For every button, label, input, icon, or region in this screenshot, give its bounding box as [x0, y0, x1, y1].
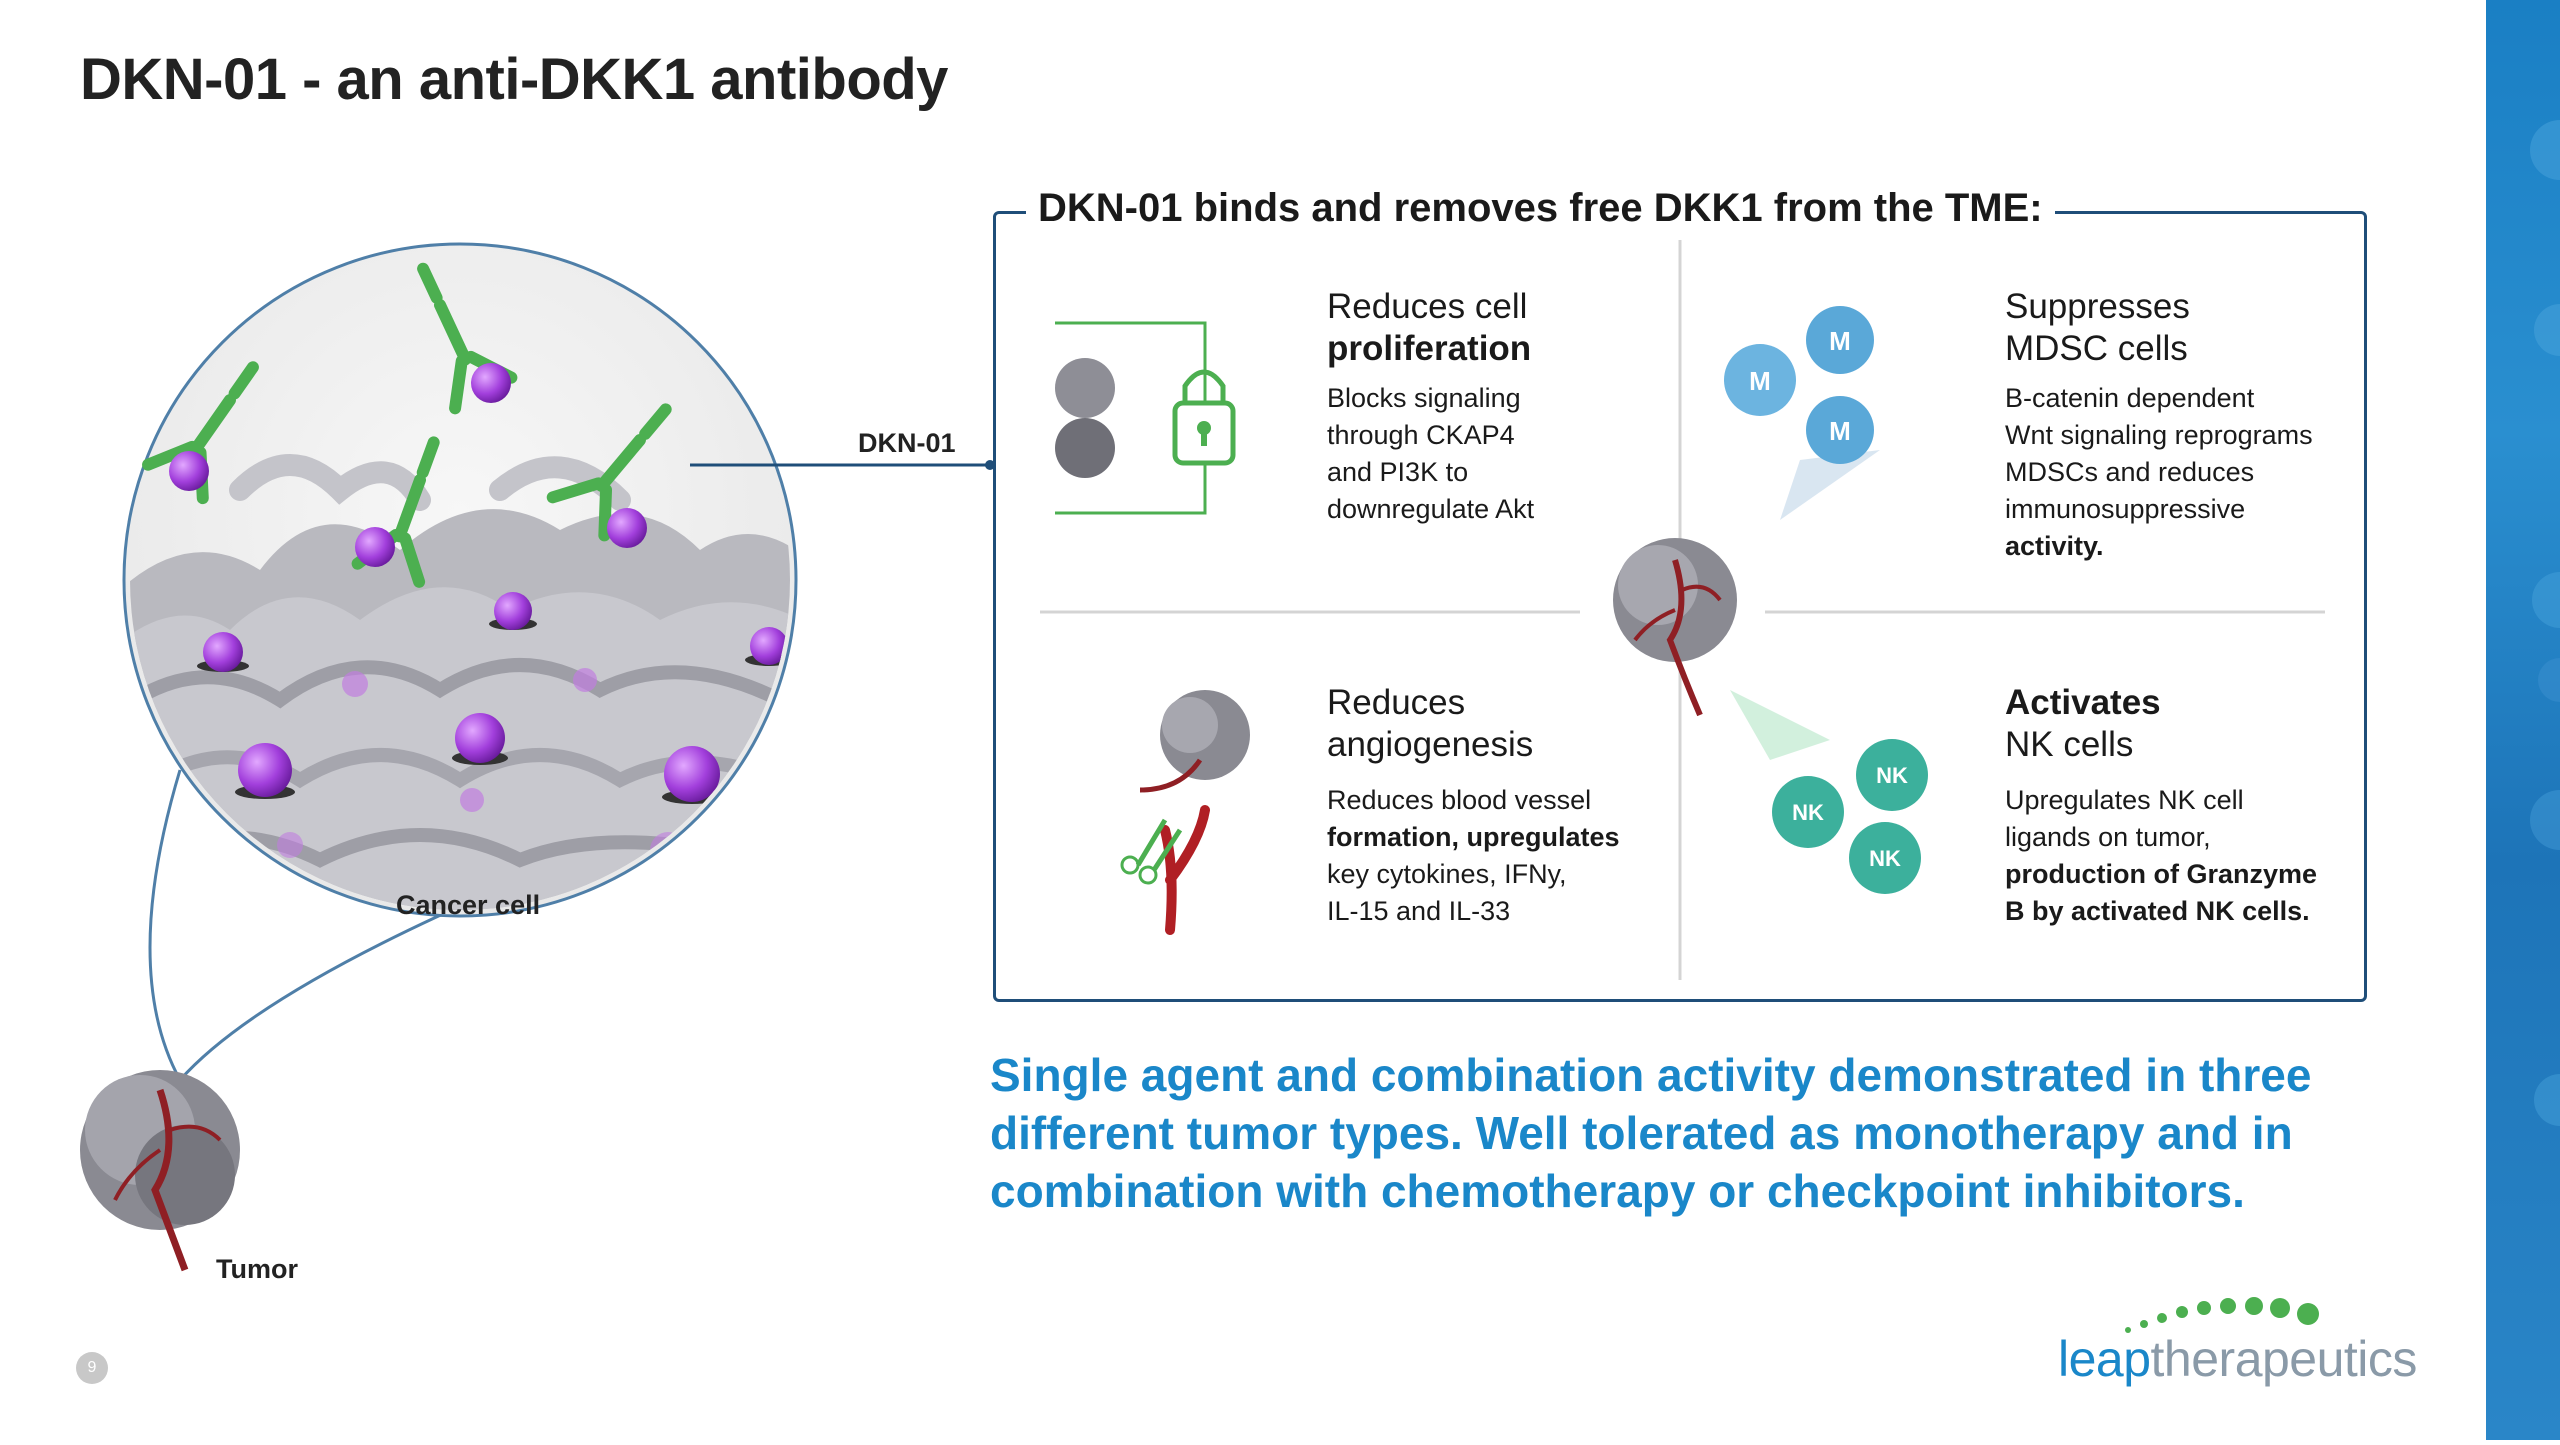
nk-cells-icon: NK NK NK	[1730, 690, 1928, 894]
section-angiogenesis-body: Reduces blood vessel formation, upregula…	[1327, 785, 1620, 926]
proliferation-lock-icon	[1055, 321, 1236, 515]
section-proliferation-heading: Reduces cell proliferation	[1327, 287, 1532, 368]
logo-dots-icon	[2125, 1297, 2319, 1333]
slide-title: DKN-01 - an anti-DKK1 antibody	[80, 47, 948, 112]
logo-therapeutics: therapeutics	[2150, 1331, 2418, 1387]
tumor-label: Tumor	[216, 1254, 298, 1284]
nk-label-3: NK	[1869, 846, 1901, 871]
section-nk-heading: Activates NK cells	[2005, 683, 2161, 764]
nk-label-1: NK	[1876, 763, 1908, 788]
angiogenesis-vessel-icon	[1120, 690, 1250, 935]
mdsc-label-2: M	[1749, 366, 1771, 396]
dkn01-antibodies	[142, 262, 672, 588]
cancer-cell-label: Cancer cell	[396, 890, 541, 920]
section-mdsc-heading: Suppresses MDSC cells	[2005, 287, 2190, 368]
mdsc-label-1: M	[1829, 326, 1851, 356]
logo-leap: leap	[2058, 1331, 2151, 1387]
summary-statement: Single agent and combination activity de…	[990, 1049, 2312, 1217]
section-angiogenesis-heading: Reduces angiogenesis	[1327, 683, 1534, 764]
dkn01-connector-line	[690, 460, 995, 470]
panel-title: DKN-01 binds and removes free DKK1 from …	[1026, 186, 2055, 231]
company-logo: leaptherapeutics	[2058, 1330, 2417, 1388]
cancer-cell-illustration	[80, 242, 798, 1272]
section-mdsc-body: B-catenin dependent Wnt signaling reprog…	[2005, 383, 2313, 561]
band-bubbles	[2530, 120, 2560, 1126]
central-tumor-icon	[1613, 538, 1737, 717]
mdsc-cells-icon: M M M	[1724, 306, 1880, 520]
section-proliferation-body: Blocks signaling through CKAP4 and PI3K …	[1327, 383, 1535, 524]
mdsc-label-3: M	[1829, 416, 1851, 446]
right-decorative-band	[2486, 0, 2560, 1440]
section-nk-body: Upregulates NK cell ligands on tumor, pr…	[2005, 785, 2318, 926]
nk-label-2: NK	[1792, 800, 1824, 825]
bound-dkk1	[169, 363, 647, 567]
page-number: 9	[76, 1352, 108, 1384]
dkn01-label: DKN-01	[858, 428, 956, 458]
tumor-image	[80, 1070, 240, 1272]
